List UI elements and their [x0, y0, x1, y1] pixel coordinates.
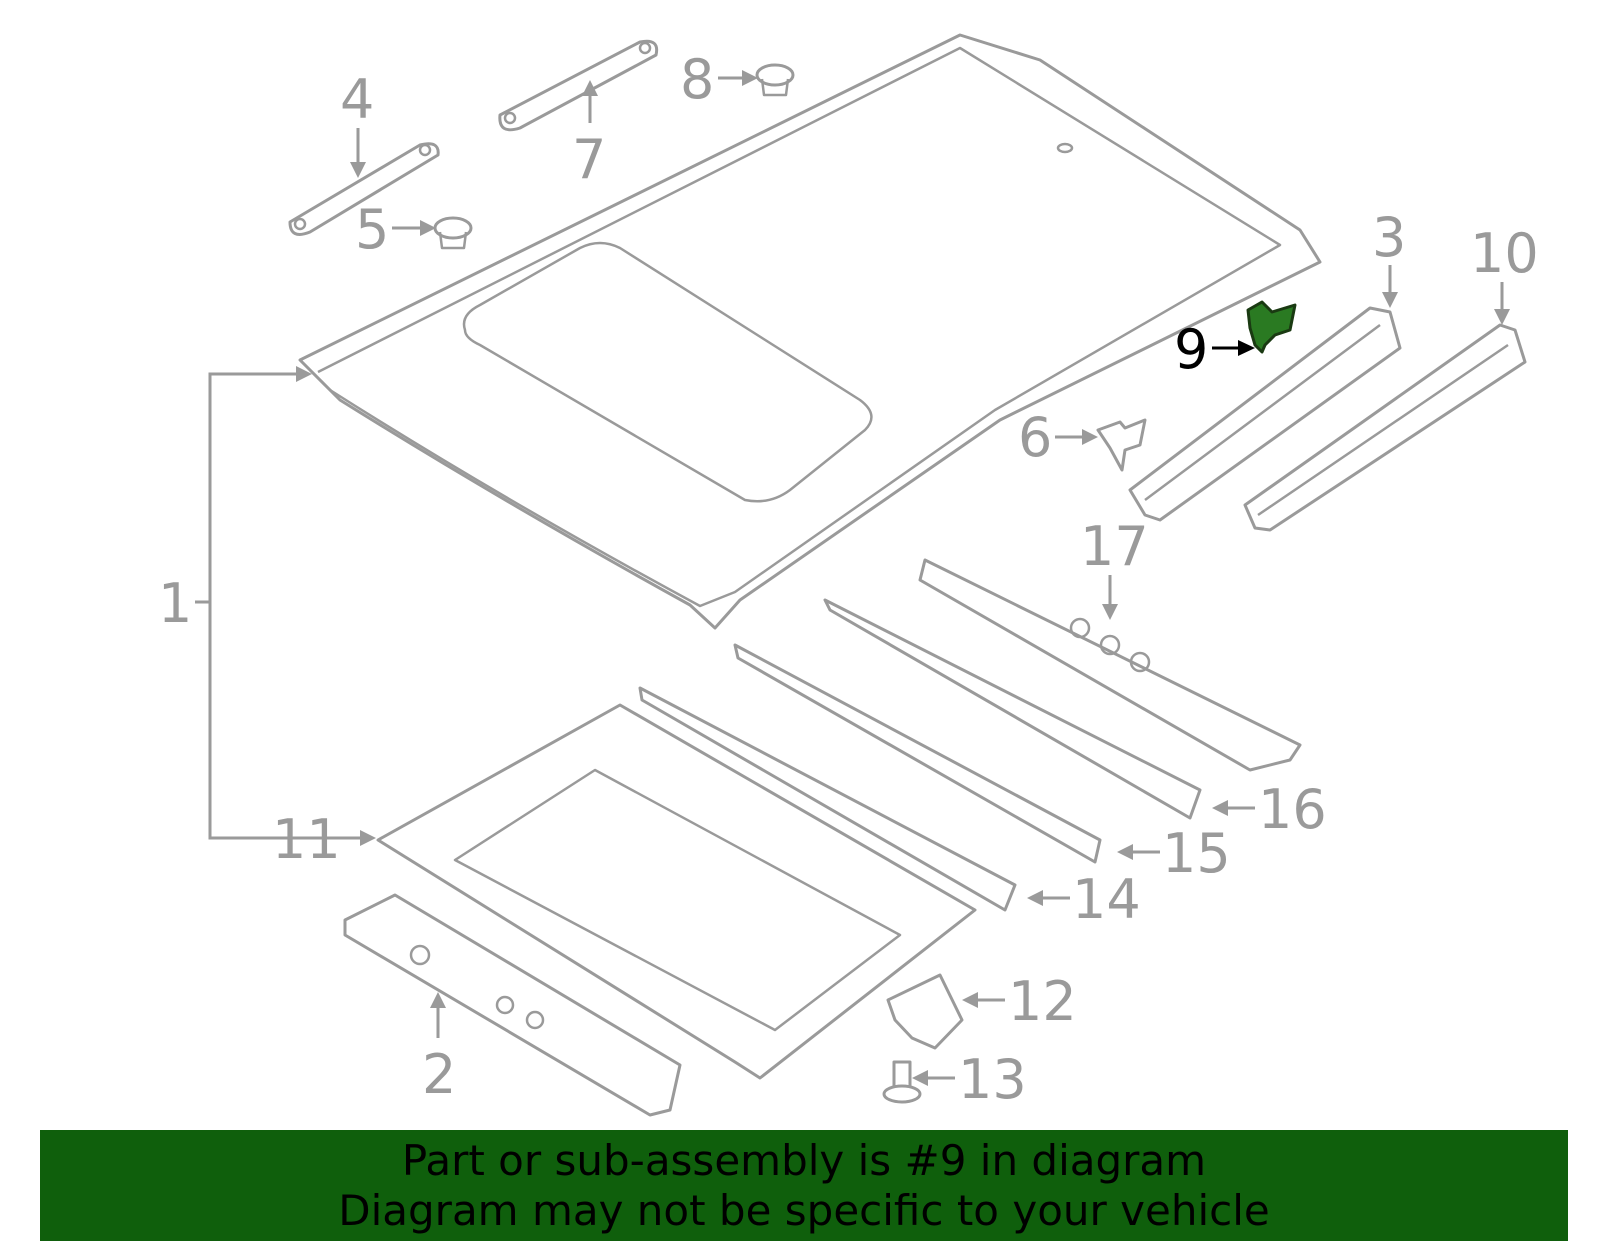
banner-line-1: Part or sub-assembly is #9 in diagram: [401, 1135, 1207, 1185]
callout-11: 11: [272, 808, 341, 871]
part-6-bracket: [1096, 418, 1147, 472]
part-8-grommet: [755, 63, 795, 97]
callout-1: 1: [158, 572, 192, 635]
info-banner: Part or sub-assembly is #9 in diagram Di…: [40, 1130, 1568, 1241]
part-13-bolt: [882, 1060, 922, 1104]
callout-10: 10: [1470, 222, 1539, 285]
part-7-bracket: [498, 39, 659, 132]
part-17-roof-bow: [918, 558, 1302, 772]
part-10-side-rail: [1243, 323, 1527, 532]
part-16-roof-bow: [823, 598, 1202, 820]
callout-3: 3: [1372, 206, 1406, 269]
callout-15: 15: [1162, 822, 1231, 885]
callout-13: 13: [958, 1048, 1027, 1111]
callout-4: 4: [340, 68, 374, 131]
callout-17: 17: [1080, 515, 1149, 578]
part-12-gusset: [886, 973, 964, 1050]
callout-6: 6: [1018, 406, 1052, 469]
callout-8: 8: [680, 48, 714, 111]
part-11-sunroof-frame: [376, 703, 977, 1080]
part-15-roof-bow: [733, 643, 1102, 864]
callout-16: 16: [1258, 778, 1327, 841]
part-9-bracket-highlighted: [1246, 300, 1297, 354]
callout-2: 2: [422, 1043, 456, 1106]
part-5-grommet: [433, 216, 473, 250]
part-14-roof-bow: [638, 686, 1017, 912]
callout-12: 12: [1008, 970, 1077, 1033]
leaders: [195, 70, 1510, 1086]
banner-line-2: Diagram may not be specific to your vehi…: [338, 1185, 1270, 1235]
roof-panel: [298, 33, 1322, 630]
callouts: 1 2 3 4 5 6 7 8 9 10 11 12 13 14 15 16 1…: [158, 48, 1539, 1111]
callout-5: 5: [355, 198, 389, 261]
callout-14: 14: [1072, 868, 1141, 931]
part-4-bracket: [288, 142, 440, 236]
callout-7: 7: [572, 128, 606, 191]
callout-9-highlighted: 9: [1174, 318, 1208, 381]
part-2-front-header: [343, 893, 682, 1117]
part-3-side-rail: [1128, 306, 1402, 522]
